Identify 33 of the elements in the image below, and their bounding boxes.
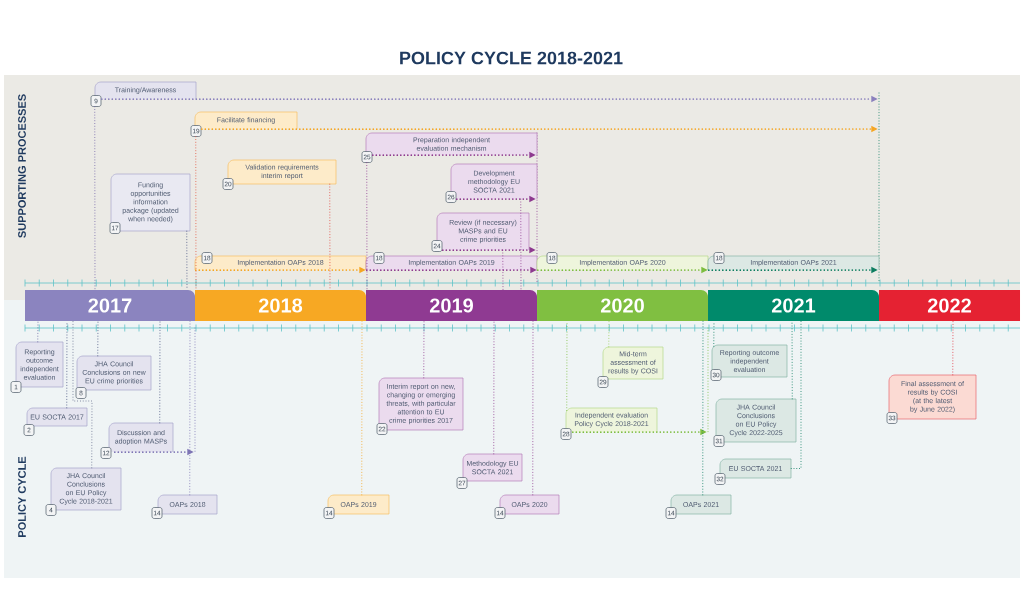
- leader-line: [195, 136, 197, 291]
- leader-line: [791, 320, 793, 400]
- end-line: [707, 327, 709, 433]
- leader-line: [361, 320, 363, 496]
- leader-line: [520, 198, 522, 291]
- leader-line: [952, 320, 954, 376]
- leader-line: [608, 320, 610, 348]
- leader-line: [366, 162, 368, 291]
- leader-line: [713, 320, 715, 347]
- leader-line: [423, 320, 425, 379]
- leader-line: [566, 320, 568, 411]
- leader-line: [532, 320, 534, 496]
- leader-line: [37, 320, 39, 343]
- title: POLICY CYCLE 2018-2021: [400, 51, 623, 65]
- year-band: 2021: [708, 290, 879, 321]
- leader-line: [502, 249, 504, 291]
- leader-line: [186, 230, 188, 291]
- leader-line: [189, 320, 191, 496]
- year-band: 2017: [25, 290, 195, 321]
- end-line: [194, 327, 196, 453]
- leader-line: [97, 320, 99, 357]
- end-line: [878, 92, 880, 284]
- leader-line: [493, 320, 495, 455]
- leader-line: [702, 320, 704, 496]
- leader-line: [329, 183, 331, 291]
- leader-line: [790, 320, 802, 469]
- year-band: 2020: [537, 290, 708, 321]
- year-band: 2018: [195, 290, 366, 321]
- leader-line: [72, 320, 93, 469]
- year-band: 2019: [366, 290, 537, 321]
- year-band: 2022: [879, 290, 1020, 321]
- leader-line: [66, 320, 68, 409]
- leader-line: [94, 106, 96, 291]
